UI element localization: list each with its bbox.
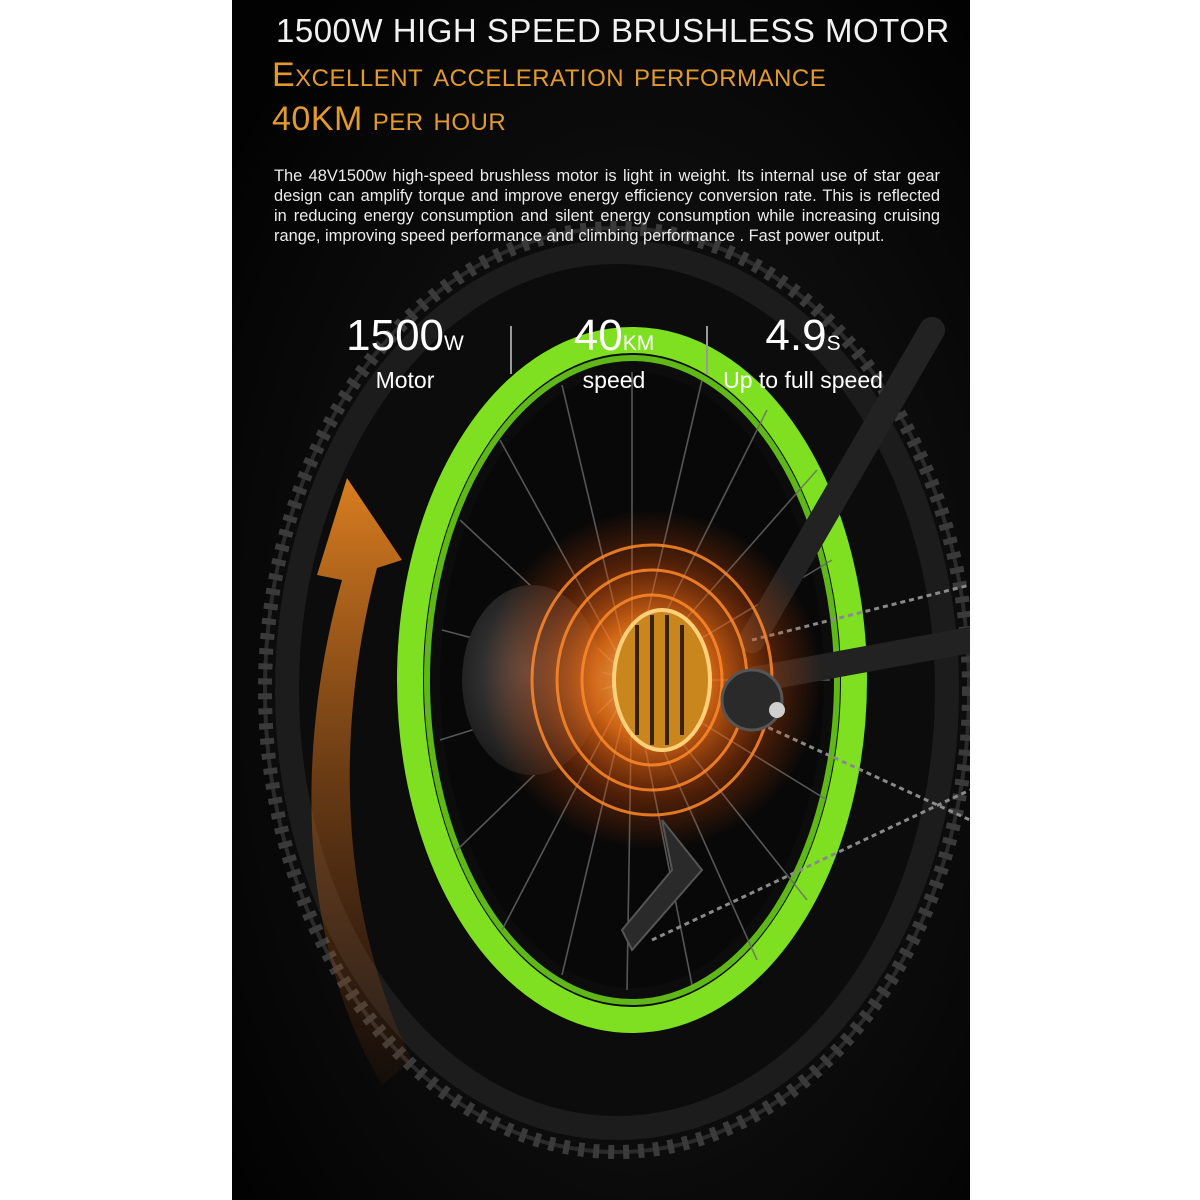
stat-caption: Motor	[375, 367, 435, 393]
stat-unit: S	[826, 332, 841, 355]
wheel-motor-illustration	[232, 0, 970, 1200]
product-banner: 1500W HIGH SPEED BRUSHLESS MOTOR Excelle…	[232, 0, 970, 1200]
description-paragraph: The 48V1500w high-speed brushless motor …	[274, 167, 940, 245]
stat-unit: KM	[622, 332, 655, 355]
stat-divider	[510, 326, 512, 374]
stat-value: 4.9S	[765, 311, 841, 360]
acceleration-arrow-icon	[311, 478, 412, 1085]
headline: 1500W HIGH SPEED BRUSHLESS MOTOR	[276, 12, 950, 49]
subheadline-acceleration: Excellent acceleration performance	[272, 56, 827, 94]
stat-value: 1500W	[346, 311, 464, 360]
stat-value: 40KM	[573, 311, 655, 360]
stat-caption: Up to full speed	[723, 367, 883, 393]
stat-divider	[706, 326, 708, 374]
stat-speed: 40KM speed	[529, 312, 699, 393]
stat-unit: W	[444, 332, 464, 355]
stat-acceleration-time: 4.9S Up to full speed	[718, 312, 888, 393]
stat-caption: speed	[582, 367, 646, 393]
stat-motor: 1500W Motor	[320, 312, 490, 393]
subheadline-speed: 40KM per hour	[272, 100, 507, 138]
